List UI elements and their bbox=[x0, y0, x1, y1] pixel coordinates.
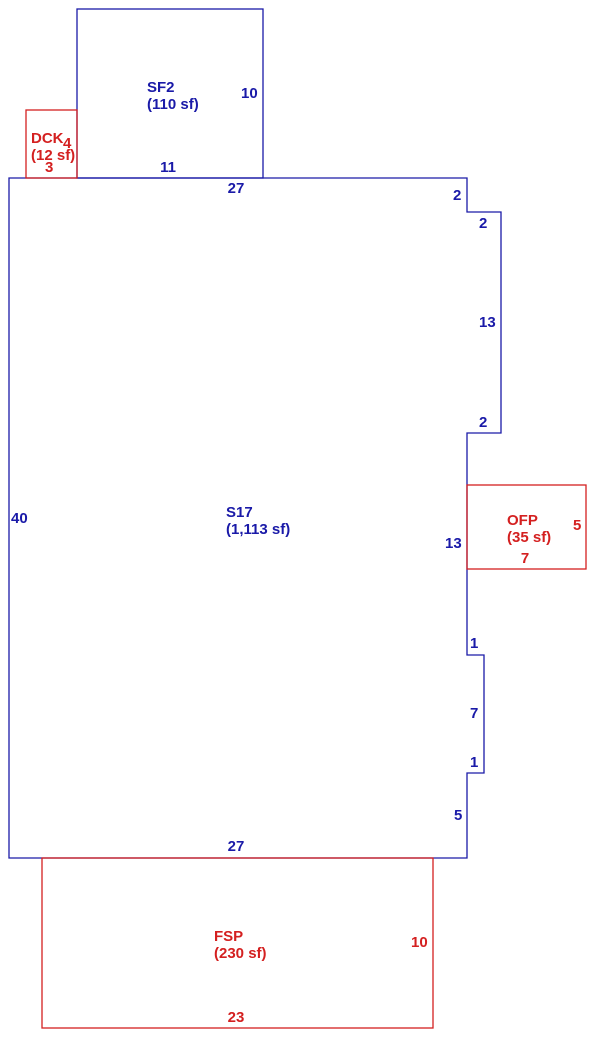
dim-ofp-right: 5 bbox=[573, 517, 581, 534]
dim-main-right-1: 2 bbox=[453, 187, 461, 204]
porch-code: OFP bbox=[507, 512, 538, 529]
dim-dck-right: 4 bbox=[63, 135, 72, 152]
dim-sf2-right: 10 bbox=[241, 85, 258, 102]
dim-main-right-3: 13 bbox=[479, 314, 496, 331]
deck-outline bbox=[25, 109, 78, 179]
dim-main-right-8: 1 bbox=[470, 754, 478, 771]
porch-outline bbox=[466, 484, 587, 570]
dim-main-right-6: 1 bbox=[470, 635, 478, 652]
patio-size: (230 sf) bbox=[214, 945, 267, 962]
dim-main-right-2: 2 bbox=[479, 215, 487, 232]
main-area-outline bbox=[8, 177, 502, 859]
dim-main-left: 40 bbox=[11, 510, 28, 527]
porch-size: (35 sf) bbox=[507, 529, 551, 546]
main-area-size: (1,113 sf) bbox=[226, 521, 290, 538]
patio-code: FSP bbox=[214, 928, 243, 945]
dim-fsp-bottom: 23 bbox=[228, 1009, 245, 1026]
dim-main-right-5: 13 bbox=[445, 535, 462, 552]
main-area-code: S17 bbox=[226, 504, 253, 521]
dim-ofp-bottom: 7 bbox=[521, 550, 529, 567]
dim-main-right-4: 2 bbox=[479, 414, 487, 431]
deck-code: DCK bbox=[31, 130, 64, 147]
dim-main-bottom: 27 bbox=[228, 838, 245, 855]
dim-dck-bottom: 3 bbox=[45, 159, 53, 176]
second-floor-code: SF2 bbox=[147, 79, 175, 96]
dim-sf2-bottom: 11 bbox=[160, 159, 176, 176]
deck-size: (12 sf) bbox=[31, 147, 75, 164]
dim-main-right-7: 7 bbox=[470, 705, 478, 722]
second-floor-size: (110 sf) bbox=[147, 96, 199, 113]
dim-fsp-right: 10 bbox=[411, 934, 428, 951]
second-floor-outline bbox=[76, 8, 264, 179]
patio-outline bbox=[41, 857, 434, 1029]
dim-main-top: 27 bbox=[228, 180, 245, 197]
dim-main-right-9: 5 bbox=[454, 807, 462, 824]
